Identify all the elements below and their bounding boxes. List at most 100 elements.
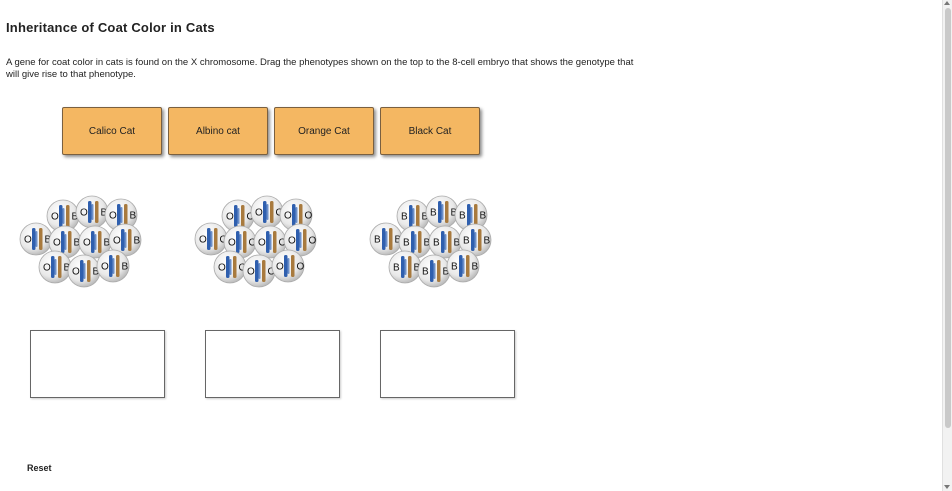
allele-label-right: O xyxy=(279,238,287,249)
allele-label-right: B xyxy=(414,263,421,274)
allele-label-right: B xyxy=(101,208,108,219)
allele-label-right: O xyxy=(239,263,247,274)
allele-label-left: B xyxy=(463,236,470,247)
phenotype-label: Orange Cat xyxy=(298,125,350,137)
allele-label-right: B xyxy=(64,263,71,274)
allele-label-right: O xyxy=(297,262,305,273)
allele-label-left: O xyxy=(51,212,59,223)
drop-zone-embryo-ob[interactable] xyxy=(30,330,165,398)
allele-label-right: B xyxy=(451,208,458,219)
allele-label-left: O xyxy=(218,263,226,274)
allele-label-left: O xyxy=(284,211,292,222)
phenotype-card-black[interactable]: Black Cat xyxy=(380,107,480,155)
allele-label-left: B xyxy=(422,267,429,278)
allele-label-left: O xyxy=(228,238,236,249)
allele-label-left: O xyxy=(72,267,80,278)
allele-label-left: B xyxy=(459,211,466,222)
phenotype-label: Calico Cat xyxy=(88,125,136,137)
allele-label-right: O xyxy=(305,211,313,222)
allele-label-right: O xyxy=(220,235,228,246)
allele-label-left: B xyxy=(430,208,437,219)
allele-label-right: B xyxy=(134,236,141,247)
phenotype-card-albino[interactable]: Albino cat xyxy=(168,107,268,155)
allele-label-left: O xyxy=(276,262,284,273)
allele-label-right: B xyxy=(122,262,129,273)
reset-button[interactable]: Reset xyxy=(27,463,52,473)
allele-label-left: O xyxy=(80,208,88,219)
allele-label-right: B xyxy=(395,235,402,246)
allele-label-left: B xyxy=(401,212,408,223)
allele-label-right: B xyxy=(454,238,461,249)
allele-label-left: O xyxy=(53,238,61,249)
allele-label-right: B xyxy=(443,267,450,278)
allele-label-left: O xyxy=(226,212,234,223)
allele-label-right: O xyxy=(249,238,257,249)
allele-label-left: O xyxy=(43,263,51,274)
vertical-scrollbar[interactable] xyxy=(942,0,952,491)
allele-label-left: O xyxy=(83,238,91,249)
allele-label-left: B xyxy=(403,238,410,249)
phenotype-card-orange[interactable]: Orange Cat xyxy=(274,107,374,155)
allele-label-left: B xyxy=(393,263,400,274)
allele-label-right: B xyxy=(484,236,491,247)
allele-label-right: B xyxy=(93,267,100,278)
scroll-down-icon[interactable] xyxy=(944,485,950,489)
drop-zone-embryo-oo[interactable] xyxy=(205,330,340,398)
allele-label-left: B xyxy=(374,235,381,246)
allele-label-right: B xyxy=(472,262,479,273)
drop-zone-embryo-bb[interactable] xyxy=(380,330,515,398)
phenotype-card-calico[interactable]: Calico Cat xyxy=(62,107,162,155)
allele-label-right: B xyxy=(480,211,487,222)
allele-label-right: B xyxy=(422,212,429,223)
allele-label-right: B xyxy=(424,238,431,249)
allele-label-left: O xyxy=(288,236,296,247)
scroll-thumb[interactable] xyxy=(945,8,951,428)
allele-label-right: O xyxy=(247,212,255,223)
allele-label-left: O xyxy=(199,235,207,246)
allele-label-left: O xyxy=(113,236,121,247)
allele-label-right: B xyxy=(74,238,81,249)
allele-label-left: O xyxy=(109,211,117,222)
instructions-text: A gene for coat color in cats is found o… xyxy=(6,57,634,80)
allele-label-right: O xyxy=(276,208,284,219)
allele-label-left: O xyxy=(247,267,255,278)
allele-label-left: O xyxy=(255,208,263,219)
allele-label-right: O xyxy=(268,267,276,278)
allele-label-left: O xyxy=(101,262,109,273)
page-title: Inheritance of Coat Color in Cats xyxy=(6,20,215,35)
allele-label-right: B xyxy=(104,238,111,249)
scroll-up-icon[interactable] xyxy=(944,1,950,5)
allele-label-right: B xyxy=(130,211,137,222)
allele-label-left: O xyxy=(24,235,32,246)
allele-label-left: B xyxy=(433,238,440,249)
